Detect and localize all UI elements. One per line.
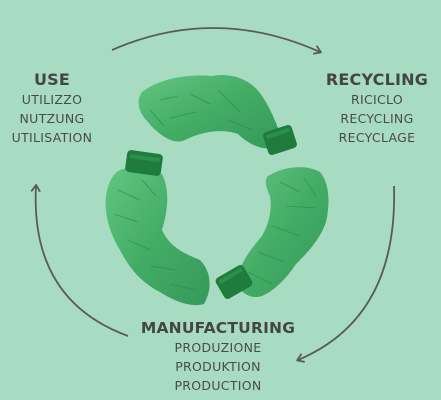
manufacturing-line-french: PRODUCTION xyxy=(174,378,262,393)
manufacturing-title: MANUFACTURING xyxy=(140,319,296,337)
use-line-french: UTILISATION xyxy=(11,130,93,145)
crushed-bottle-icon xyxy=(105,150,210,306)
use-line-italian: UTILIZZO xyxy=(21,92,83,107)
recycling-title: RECYCLING xyxy=(325,70,429,89)
recycling-stage-label: RECYCLING RICICLO RECYCLING RECYCLAGE xyxy=(318,70,436,147)
recycling-line-italian: RICICLO xyxy=(351,92,403,107)
use-stage-label: USE UTILIZZO NUTZUNG UTILISATION xyxy=(6,70,98,147)
recycling-line-german: RECYCLING xyxy=(340,111,414,126)
manufacturing-line-german: PRODUKTION xyxy=(175,359,261,374)
crushed-bottle-icon xyxy=(138,74,297,156)
cycle-arrow-left-icon xyxy=(30,184,129,337)
use-line-german: NUTZUNG xyxy=(19,111,85,126)
manufacturing-line-italian: PRODUZIONE xyxy=(174,340,262,355)
cycle-arrow-bottom-right-icon xyxy=(296,185,395,363)
use-title: USE xyxy=(33,70,71,89)
manufacturing-stage-label: MANUFACTURING PRODUZIONE PRODUKTION PROD… xyxy=(128,318,308,395)
recycling-line-french: RECYCLAGE xyxy=(338,130,416,145)
cycle-arrow-top-icon xyxy=(111,27,322,55)
crushed-bottle-icon xyxy=(215,167,329,299)
